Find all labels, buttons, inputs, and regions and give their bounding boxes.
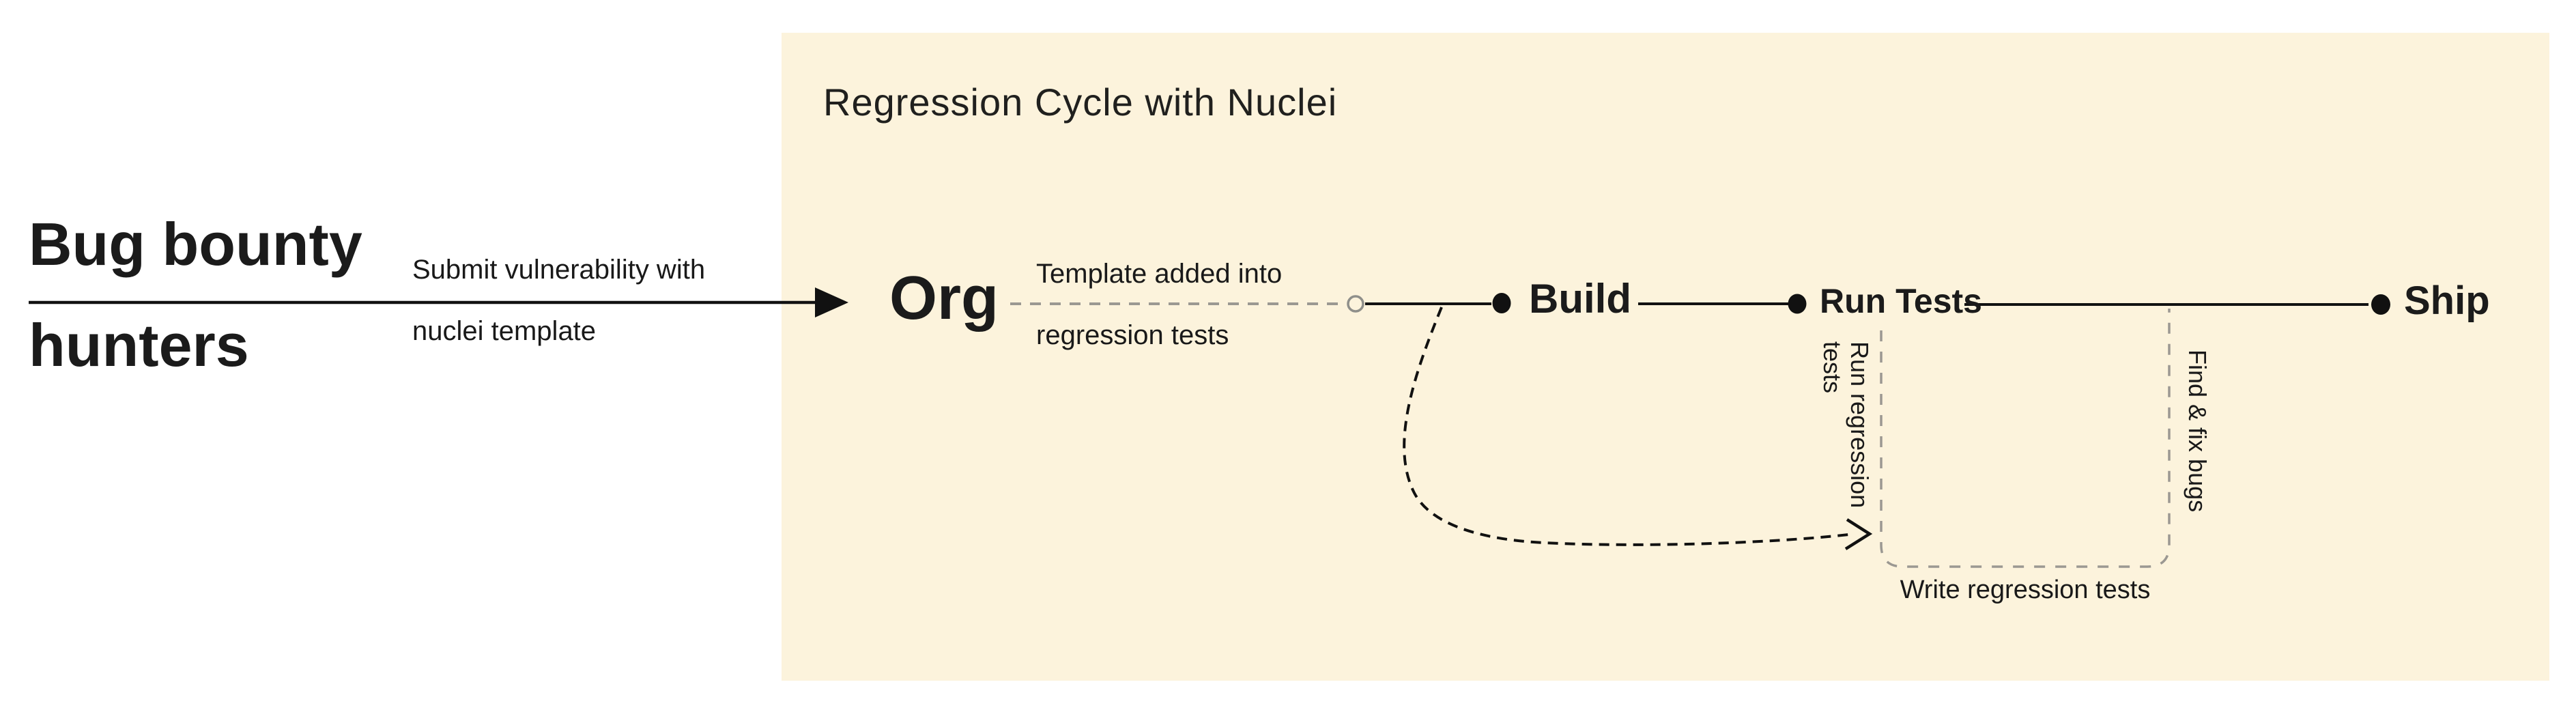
actor-label-line2: hunters [29,311,249,379]
template-label-line2: regression tests [1036,320,1229,350]
run-regression-vertical-label: Run regression tests [1818,341,1874,509]
find-fix-bugs-vertical-label: Find & fix bugs [2184,350,2212,513]
node-build: Build [1529,276,1631,322]
run-regression-vertical-line1: Run regression [1846,341,1874,509]
panel-title: Regression Cycle with Nuclei [823,81,1338,124]
actor-label-line1: Bug bounty [29,210,362,278]
regression-cycle-panel [782,33,2549,681]
run-regression-vertical-line2: tests [1818,341,1846,394]
submit-label-line1: Submit vulnerability with [412,255,706,285]
node-ship: Ship [2404,279,2490,323]
submit-label-line2: nuclei template [412,316,597,346]
write-regression-label: Write regression tests [1900,576,2151,604]
node-run-tests: Run Tests [1820,282,1982,320]
node-org: Org [889,264,999,332]
template-label-line1: Template added into [1036,259,1283,289]
